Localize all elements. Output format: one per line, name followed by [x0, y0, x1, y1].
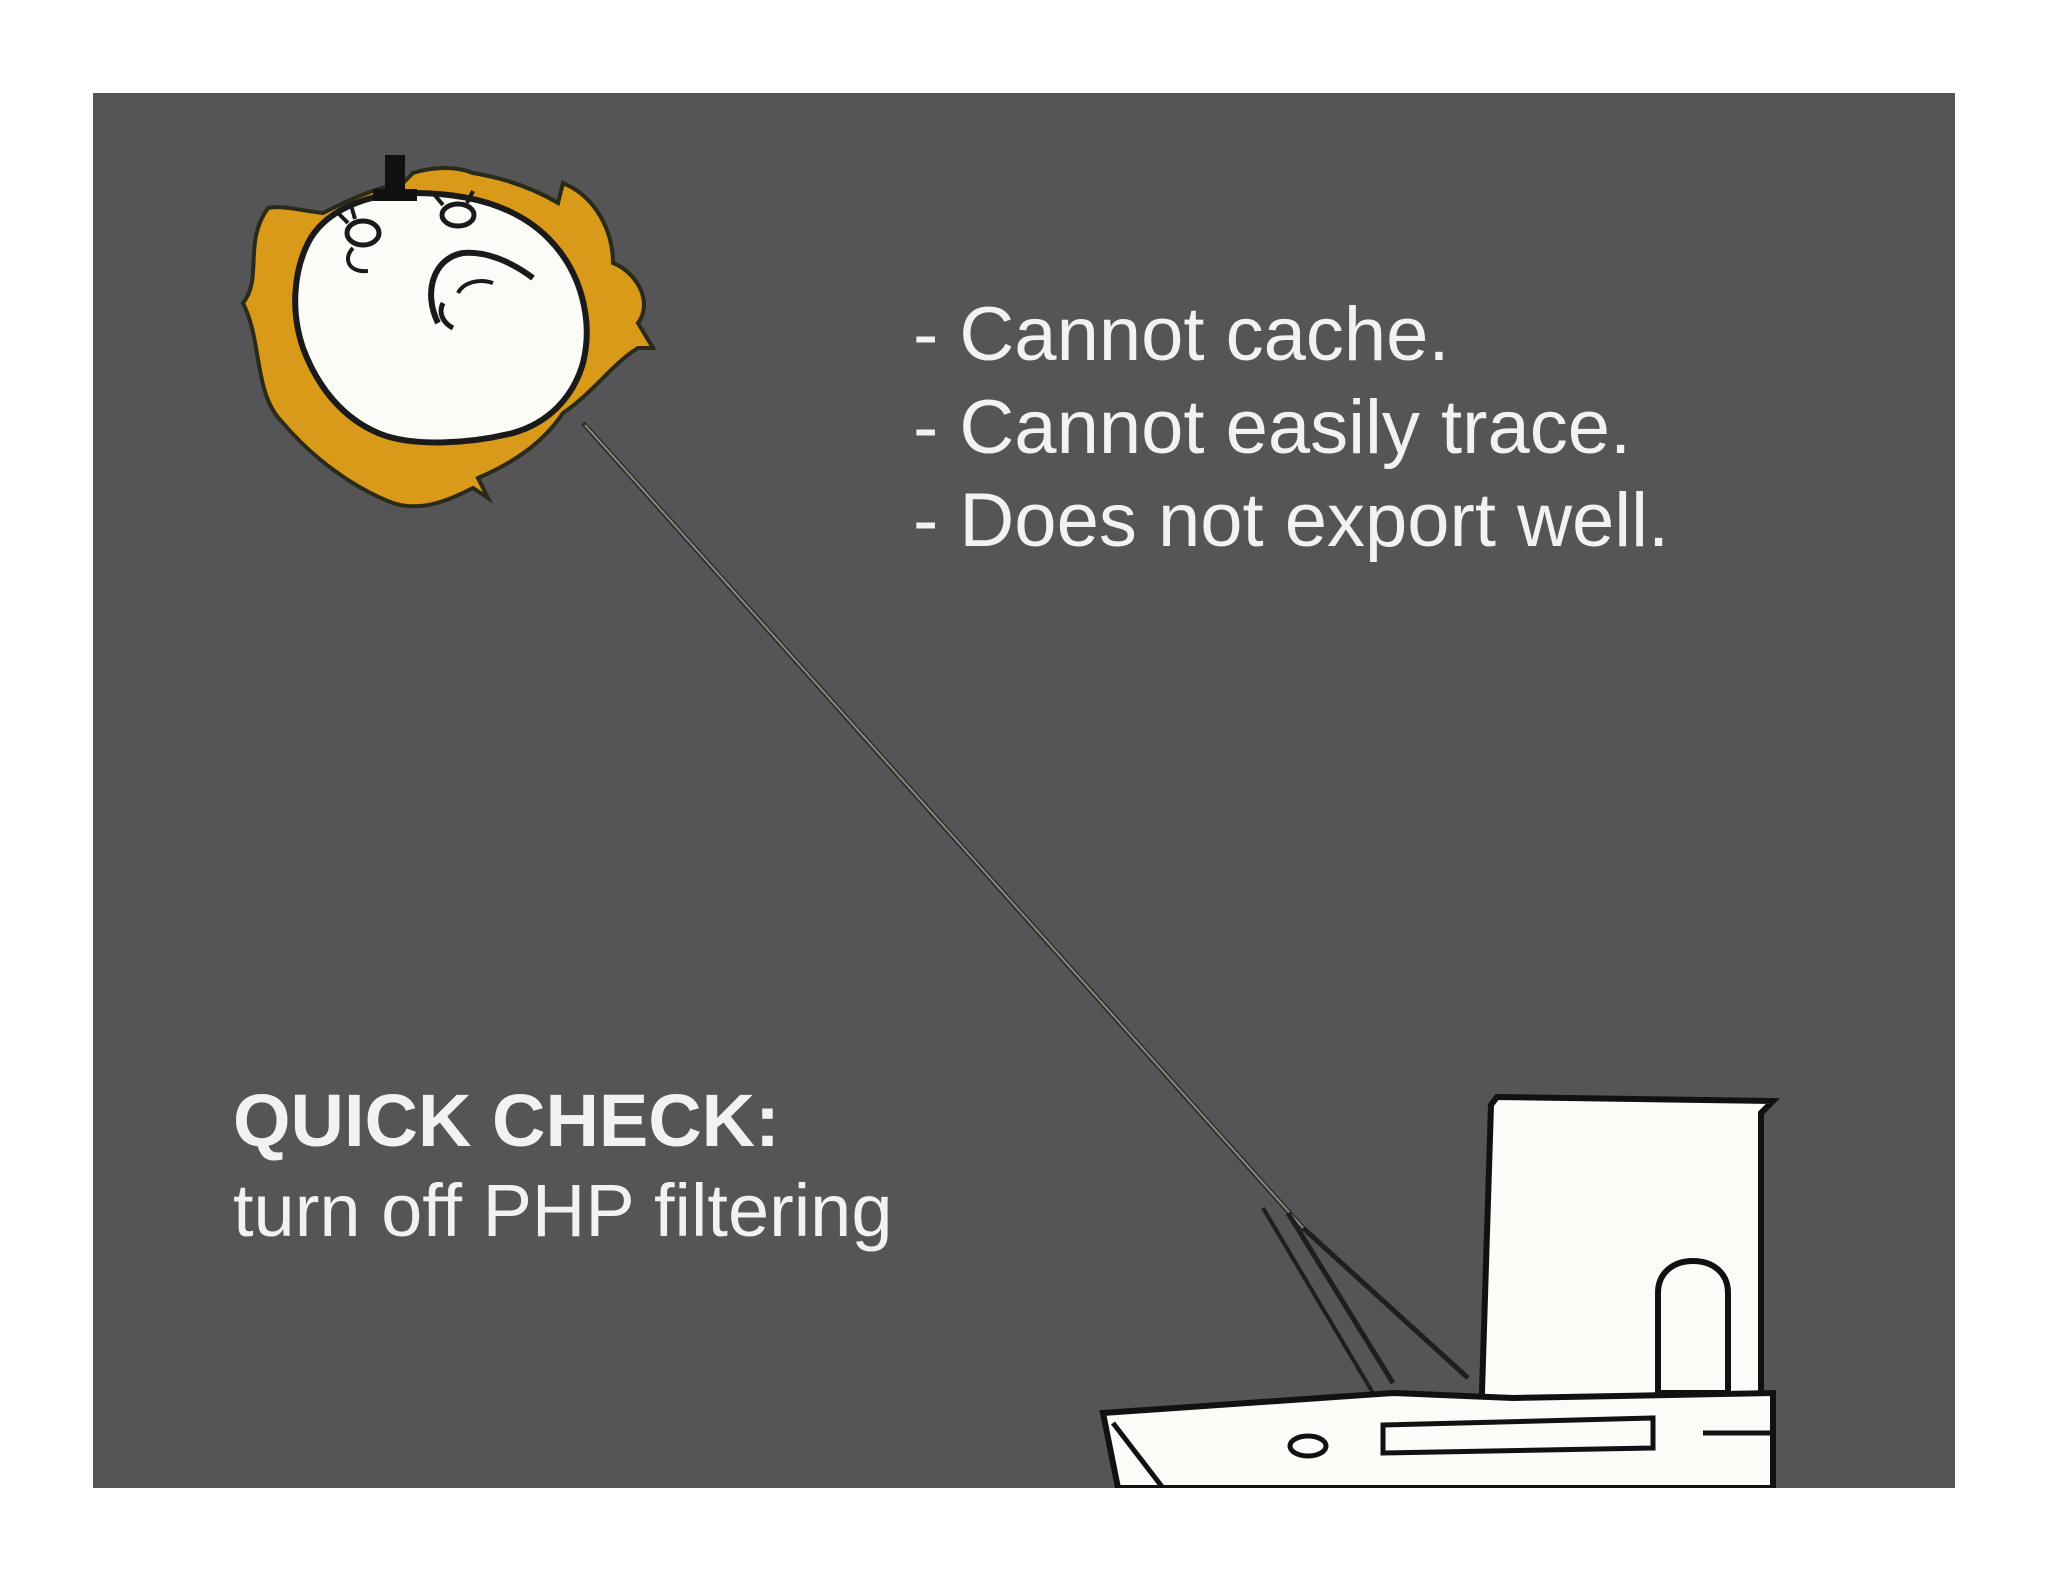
computer-desk-icon	[1099, 1093, 1781, 1488]
rage-comic-flung-face-icon	[240, 155, 657, 509]
problem-item: - Does not export well.	[913, 478, 1670, 563]
problem-list: - Cannot cache. - Cannot easily trace. -…	[913, 288, 1669, 567]
problem-item: - Cannot easily trace.	[913, 385, 1632, 470]
quick-check: QUICK CHECK: turn off PHP filtering	[233, 1076, 893, 1256]
illustration	[240, 155, 1781, 1488]
quick-check-title: QUICK CHECK:	[233, 1079, 780, 1162]
slide: - Cannot cache. - Cannot easily trace. -…	[93, 93, 1955, 1488]
quick-check-subtitle: turn off PHP filtering	[233, 1169, 893, 1252]
throw-line-icon	[581, 421, 1470, 1395]
problem-item: - Cannot cache.	[913, 292, 1450, 377]
